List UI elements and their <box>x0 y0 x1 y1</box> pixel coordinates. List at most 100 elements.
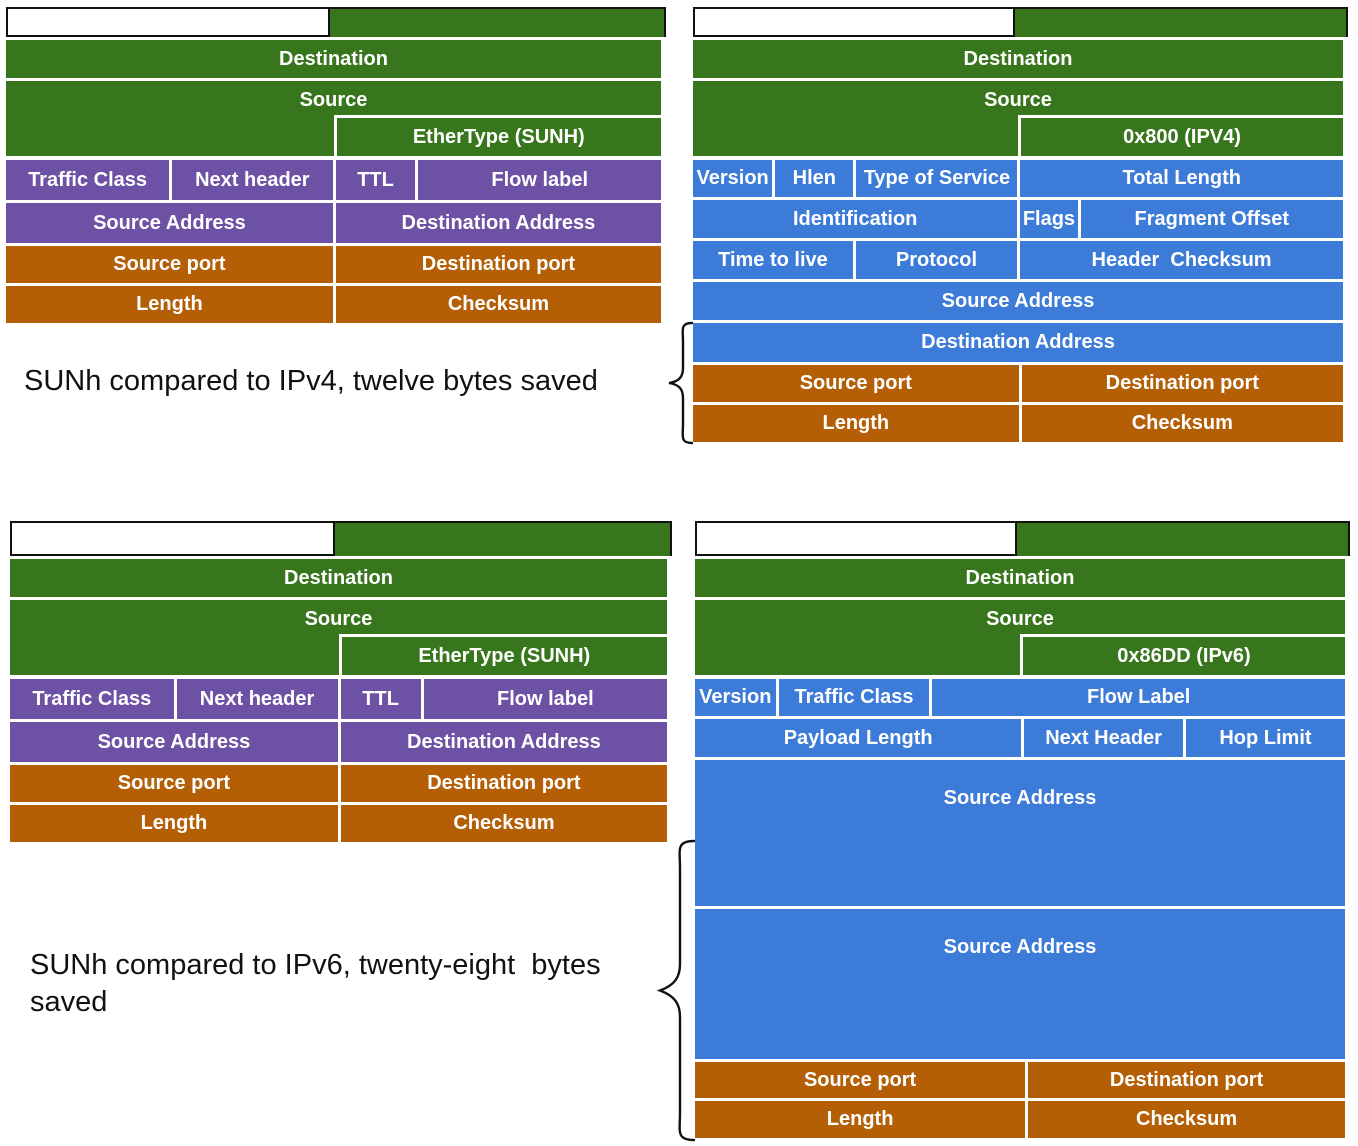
field-destination-port: Destination port <box>340 765 667 802</box>
field-ethertype-ipv6: 0x86DD (IPv6) <box>1020 634 1345 675</box>
curly-brace-ipv4 <box>659 320 695 446</box>
ethernet-row1-fill <box>1014 7 1348 37</box>
field-flags: Flags <box>1020 200 1078 238</box>
field-next-header: Next header <box>176 679 338 719</box>
sunh-header-row2: Source Address Destination Address <box>10 722 667 762</box>
field-ipv6-address-block-2: Source Address <box>695 909 1345 1059</box>
ethernet-row-preamble <box>10 521 672 556</box>
field-next-header: Next Header <box>1024 719 1183 757</box>
ipv6-diagram: Destination Source 0x86DD (IPv6) Version… <box>695 521 1350 1138</box>
field-ethertype-ipv4: 0x800 (IPV4) <box>1018 115 1343 156</box>
ethernet-row1-fill <box>1016 521 1350 556</box>
ethernet-preamble-box <box>695 521 1017 556</box>
field-type-of-service: Type of Service <box>856 160 1018 197</box>
field-ttl: TTL <box>340 679 421 719</box>
udp-row2: Length Checksum <box>693 405 1343 442</box>
field-flow-label: Flow label <box>418 160 661 200</box>
udp-row1: Source port Destination port <box>693 365 1343 402</box>
field-flow-label: Flow label <box>423 679 667 719</box>
ethernet-row-preamble <box>693 7 1348 37</box>
field-ttl: TTL <box>335 160 416 200</box>
field-source-port: Source port <box>10 765 338 802</box>
field-version: Version <box>695 679 776 716</box>
curly-brace-ipv6-glyph <box>656 839 696 1142</box>
ipv4-header-row1: Version Hlen Type of Service Total Lengt… <box>693 160 1343 197</box>
field-source-address: Source Address <box>10 722 338 762</box>
udp-row1: Source port Destination port <box>10 765 667 802</box>
field-payload-length: Payload Length <box>695 719 1022 757</box>
ethernet-source-block: Source 0x800 (IPV4) <box>693 81 1343 156</box>
field-eth-source: Source <box>695 600 1345 638</box>
field-eth-destination: Destination <box>6 40 661 78</box>
field-total-length: Total Length <box>1020 160 1343 197</box>
field-header-checksum: Header Checksum <box>1020 241 1343 279</box>
field-udp-length: Length <box>10 805 338 842</box>
field-eth-source: Source <box>6 81 661 119</box>
field-ethertype-sunh: EtherType (SUNH) <box>338 634 667 675</box>
sunh-header-row1: Traffic Class Next header TTL Flow label <box>10 679 667 719</box>
field-hlen: Hlen <box>775 160 854 197</box>
field-next-header: Next header <box>172 160 333 200</box>
sunh-diagram-top: Destination Source EtherType (SUNH) Traf… <box>6 7 666 323</box>
field-ipv6-address-block-1: Source Address <box>695 760 1345 906</box>
ethernet-row-preamble <box>695 521 1350 556</box>
field-eth-source: Source <box>10 600 667 638</box>
ethernet-source-block: Source EtherType (SUNH) <box>6 81 661 156</box>
ethernet-source-block: Source EtherType (SUNH) <box>10 600 667 675</box>
field-destination-port: Destination port <box>335 246 661 283</box>
field-ethertype-sunh: EtherType (SUNH) <box>333 115 661 156</box>
sunh-diagram-bottom: Destination Source EtherType (SUNH) Traf… <box>10 521 672 842</box>
ipv4-header-row3: Time to live Protocol Header Checksum <box>693 241 1343 279</box>
field-source-port: Source port <box>693 365 1019 402</box>
field-destination-address: Destination Address <box>340 722 667 762</box>
field-destination-port: Destination port <box>1021 365 1343 402</box>
field-source-port: Source port <box>6 246 333 283</box>
field-flow-label: Flow Label <box>932 679 1345 716</box>
field-source-address: Source Address <box>6 203 333 243</box>
field-traffic-class: Traffic Class <box>10 679 174 719</box>
field-version: Version <box>693 160 773 197</box>
field-udp-checksum: Checksum <box>1028 1101 1345 1138</box>
field-time-to-live: Time to live <box>693 241 853 279</box>
field-eth-source: Source <box>693 81 1343 119</box>
field-udp-checksum: Checksum <box>340 805 667 842</box>
field-fragment-offset: Fragment Offset <box>1080 200 1343 238</box>
field-eth-destination: Destination <box>693 40 1343 78</box>
field-udp-length: Length <box>695 1101 1026 1138</box>
field-ipv4-destination-address: Destination Address <box>693 323 1343 362</box>
ethernet-source-block: Source 0x86DD (IPv6) <box>695 600 1345 675</box>
ipv6-header-row1: Version Traffic Class Flow Label <box>695 679 1345 716</box>
field-udp-checksum: Checksum <box>1021 405 1343 442</box>
udp-row2: Length Checksum <box>695 1101 1345 1138</box>
curly-brace-ipv6 <box>648 838 698 1143</box>
field-udp-length: Length <box>6 286 333 323</box>
ipv4-diagram: Destination Source 0x800 (IPV4) Version … <box>693 7 1348 442</box>
field-traffic-class: Traffic Class <box>778 679 930 716</box>
ipv6-header-row2: Payload Length Next Header Hop Limit <box>695 719 1345 757</box>
annotation-ipv6-savings: SUNh compared to IPv6, twenty-eight byte… <box>30 949 609 1018</box>
field-ipv4-source-address: Source Address <box>693 282 1343 320</box>
ethernet-row-preamble <box>6 7 666 37</box>
field-traffic-class: Traffic Class <box>6 160 170 200</box>
sunh-header-row2: Source Address Destination Address <box>6 203 661 243</box>
field-destination-port: Destination port <box>1028 1062 1345 1098</box>
ethernet-preamble-box <box>693 7 1015 37</box>
field-eth-destination: Destination <box>695 559 1345 597</box>
field-hop-limit: Hop Limit <box>1185 719 1345 757</box>
udp-row1: Source port Destination port <box>695 1062 1345 1098</box>
udp-row1: Source port Destination port <box>6 246 661 283</box>
ethernet-row1-fill <box>335 521 672 556</box>
ethernet-row1-fill <box>330 7 666 37</box>
field-protocol: Protocol <box>855 241 1018 279</box>
field-source-port: Source port <box>695 1062 1026 1098</box>
udp-row2: Length Checksum <box>6 286 661 323</box>
field-udp-length: Length <box>693 405 1019 442</box>
ethernet-preamble-box <box>10 521 336 556</box>
sunh-header-row1: Traffic Class Next header TTL Flow label <box>6 160 661 200</box>
ethernet-preamble-box <box>6 7 331 37</box>
curly-brace-ipv4-glyph <box>668 321 694 445</box>
annotation-ipv4-savings: SUNh compared to IPv4, twelve bytes save… <box>24 365 598 397</box>
field-identification: Identification <box>693 200 1018 238</box>
field-eth-destination: Destination <box>10 559 667 597</box>
